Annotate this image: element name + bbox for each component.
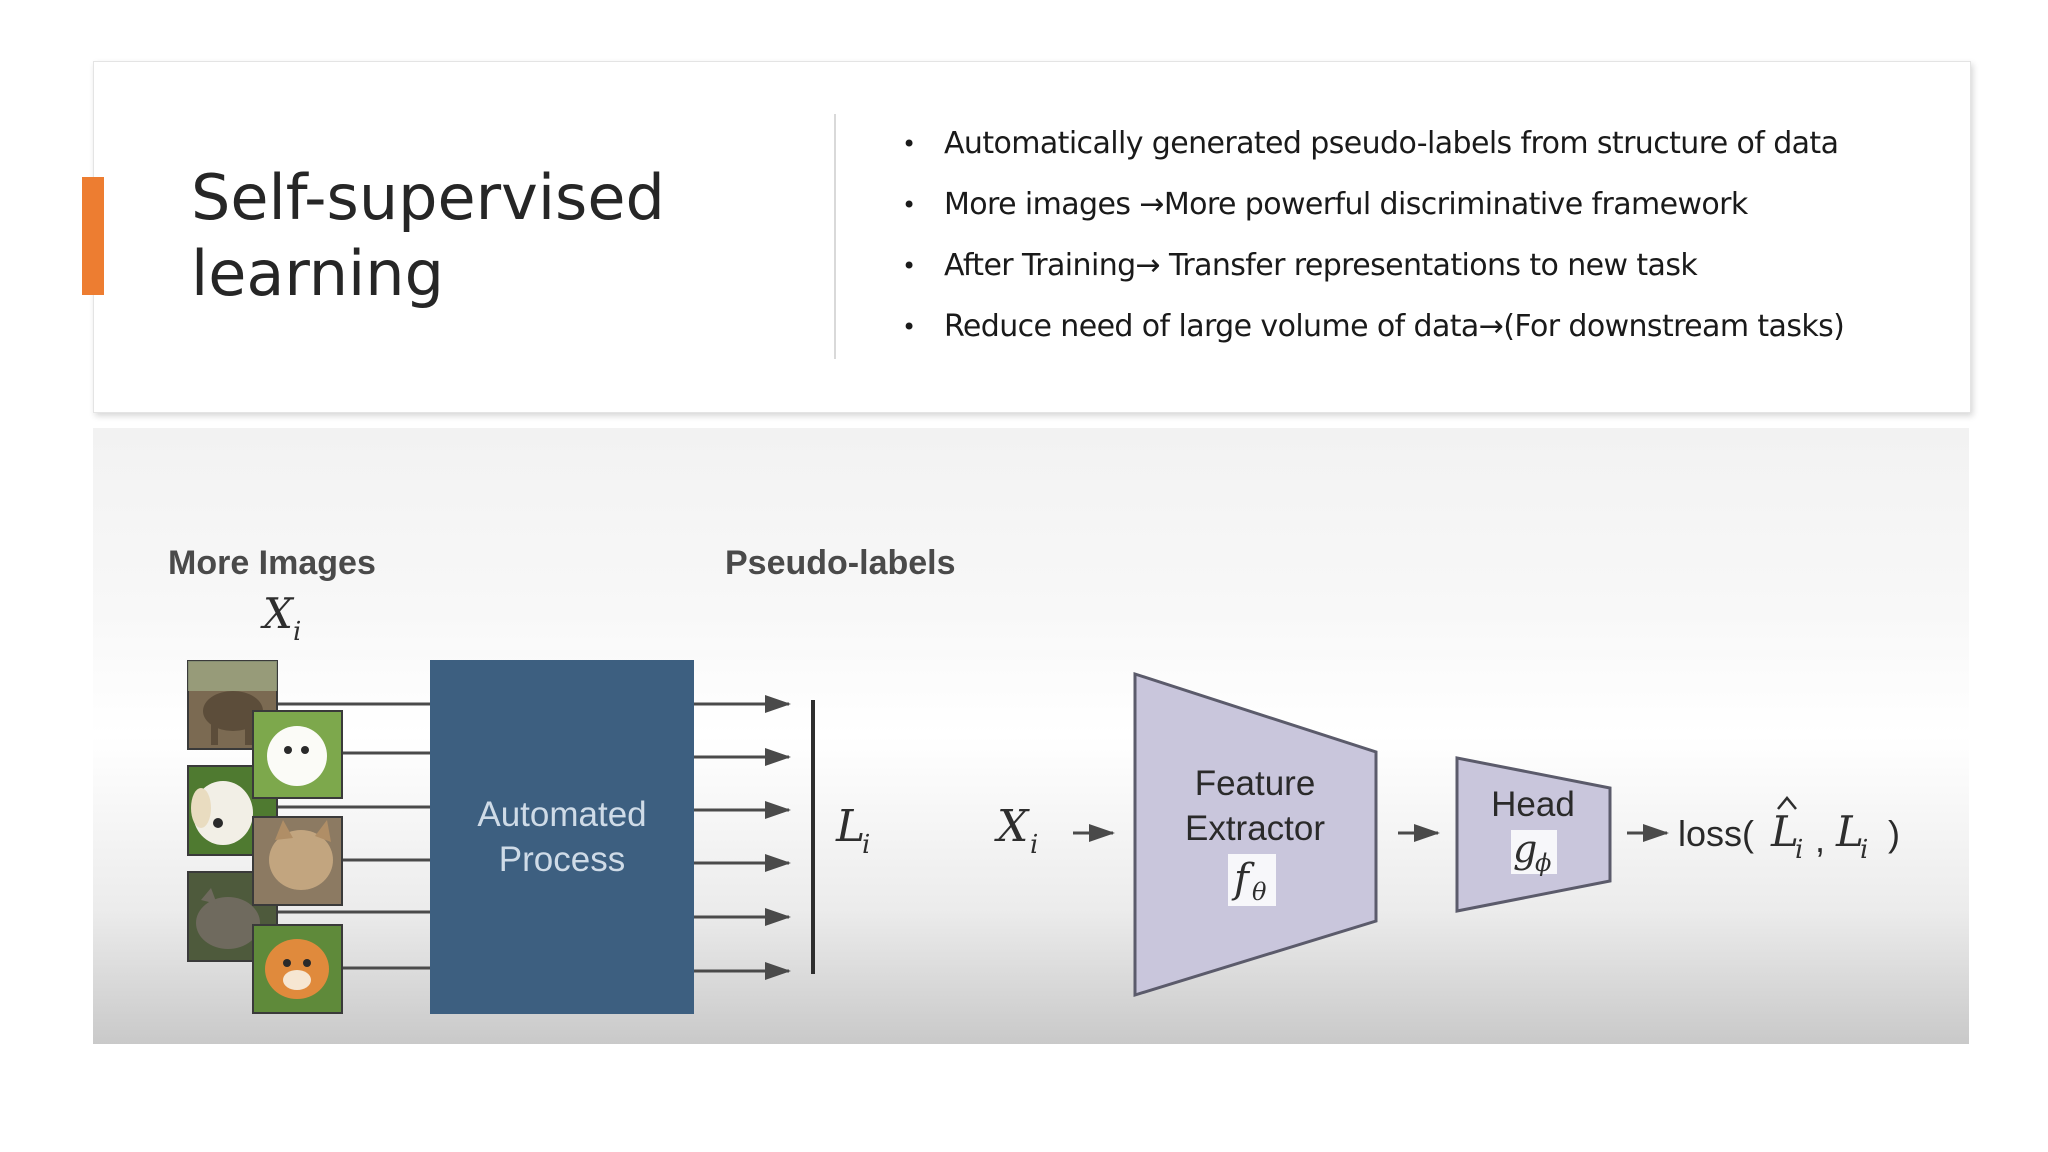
bullet-text: After Training→ Transfer representations… — [944, 236, 1697, 296]
slide-title-line-2: learning — [191, 236, 751, 312]
loss-comma: , — [1815, 819, 1825, 860]
loss-expression: loss( L i , L i ) — [1678, 798, 1900, 865]
slide-title-line-1: Self-supervised — [191, 160, 751, 236]
bullet-item: • More images →More powerful discriminat… — [902, 175, 1942, 236]
bullet-item: • Reduce need of large volume of data→(F… — [902, 297, 1942, 358]
bullet-text: More images →More powerful discriminativ… — [944, 175, 1748, 235]
labels-symbol: L i — [835, 801, 870, 860]
title-accent-bar — [82, 177, 104, 295]
bullet-item: • After Training→ Transfer representatio… — [902, 236, 1942, 297]
bullet-dot-icon: • — [902, 175, 922, 235]
loss-suffix: ) — [1888, 813, 1900, 854]
images-symbol: X i — [260, 589, 301, 647]
ssl-pipeline-diagram: More Images Pseudo-labels X i — [93, 428, 1969, 1044]
automated-process-label-line-1: Automated — [477, 795, 646, 834]
bullet-text: Reduce need of large volume of data→(For… — [944, 297, 1844, 357]
bullet-item: • Automatically generated pseudo-labels … — [902, 114, 1942, 175]
labels-symbol-subscript: i — [862, 830, 870, 860]
head-fn-base: g — [1513, 827, 1537, 871]
loss-pred-subscript: i — [1795, 835, 1803, 865]
bullet-text: Automatically generated pseudo-labels fr… — [944, 114, 1838, 174]
input-symbol: X i — [994, 801, 1038, 860]
bullet-dot-icon: • — [902, 236, 922, 296]
automated-process-box — [430, 660, 694, 1014]
automated-process-label-line-2: Process — [499, 840, 625, 879]
head-fn-param: ϕ — [1535, 849, 1551, 877]
feature-extractor-fn-param: θ — [1252, 878, 1267, 906]
slide-title: Self-supervised learning — [191, 160, 751, 312]
head-label: Head — [1491, 785, 1575, 824]
labels-symbol-base: L — [835, 801, 865, 852]
image-thumbnails — [188, 661, 342, 1013]
input-symbol-subscript: i — [1030, 830, 1038, 860]
loss-target-subscript: i — [1860, 835, 1868, 865]
input-symbol-base: X — [994, 801, 1030, 852]
loss-prefix: loss( — [1678, 813, 1754, 854]
pseudo-label-arrows — [694, 704, 789, 971]
feature-extractor-label-line-1: Feature — [1195, 764, 1316, 803]
pseudo-labels-label: Pseudo-labels — [725, 544, 956, 582]
images-symbol-base: X — [260, 589, 295, 638]
bullet-dot-icon: • — [902, 297, 922, 357]
more-images-label: More Images — [168, 544, 376, 582]
images-symbol-subscript: i — [293, 617, 301, 647]
thumbnail-white-puppy — [253, 711, 342, 798]
header-divider — [834, 114, 836, 359]
thumbnail-pomeranian — [253, 925, 342, 1013]
thumbnail-cat — [253, 817, 342, 905]
feature-extractor-label-line-2: Extractor — [1185, 809, 1325, 848]
bullet-list: • Automatically generated pseudo-labels … — [902, 114, 1942, 358]
bullet-dot-icon: • — [902, 114, 922, 174]
